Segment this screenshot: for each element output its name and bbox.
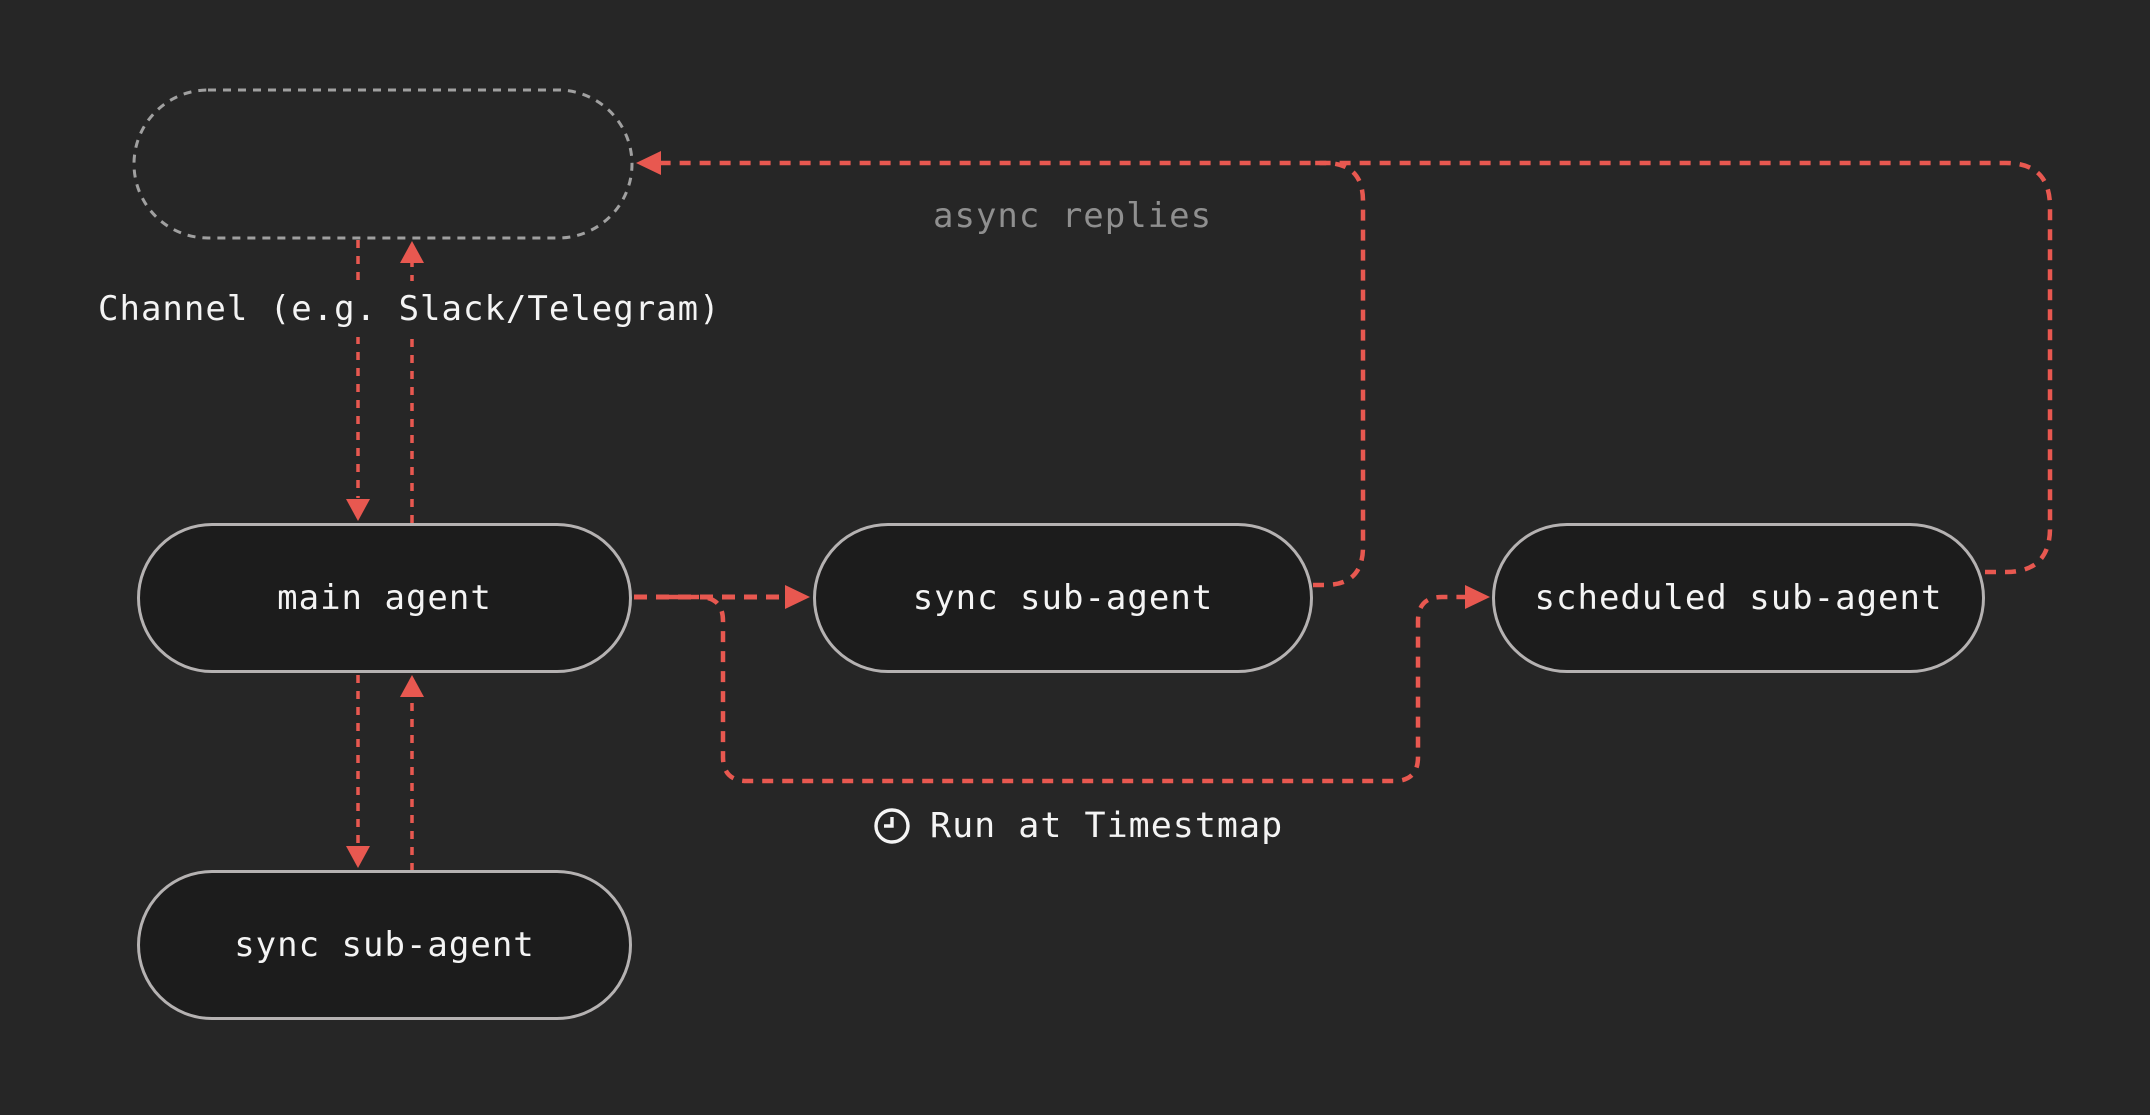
run-at-timestamp-caption: Run at Timestmap bbox=[872, 806, 1283, 846]
node-main-agent[interactable]: main agent bbox=[137, 523, 632, 673]
arrowhead-up-into-channel bbox=[400, 241, 424, 263]
arrowhead-right-into-syncmid bbox=[785, 585, 810, 609]
edge-scheduled-to-channel bbox=[657, 160, 2053, 575]
edge-syncmid-to-channel bbox=[1308, 160, 1366, 588]
node-sync-sub-agent-bottom-label: sync sub-agent bbox=[234, 925, 535, 965]
node-scheduled-sub-agent-label: scheduled sub-agent bbox=[1534, 578, 1943, 618]
node-sync-sub-agent[interactable]: sync sub-agent bbox=[813, 523, 1313, 673]
arrowhead-right-into-scheduled bbox=[1465, 585, 1490, 609]
channel-node-outline bbox=[132, 88, 634, 240]
node-channel[interactable] bbox=[134, 90, 632, 238]
node-main-agent-label: main agent bbox=[277, 578, 492, 618]
node-sync-sub-agent-bottom[interactable]: sync sub-agent bbox=[137, 870, 632, 1020]
arrowhead-down-into-main bbox=[346, 499, 370, 521]
arrowhead-up-into-main bbox=[400, 675, 424, 697]
edge-main-to-scheduled bbox=[668, 594, 1465, 784]
node-sync-sub-agent-label: sync sub-agent bbox=[912, 578, 1214, 618]
run-at-timestamp-text: Run at Timestmap bbox=[930, 806, 1284, 846]
arrowhead-down-into-syncbottom bbox=[346, 846, 370, 868]
async-replies-caption: async replies bbox=[933, 196, 1213, 236]
clock-icon bbox=[874, 808, 910, 844]
node-scheduled-sub-agent[interactable]: scheduled sub-agent bbox=[1492, 523, 1985, 673]
arrowhead-left-into-channel bbox=[636, 151, 661, 175]
channel-caption: Channel (e.g. Slack/Telegram) bbox=[90, 281, 729, 337]
